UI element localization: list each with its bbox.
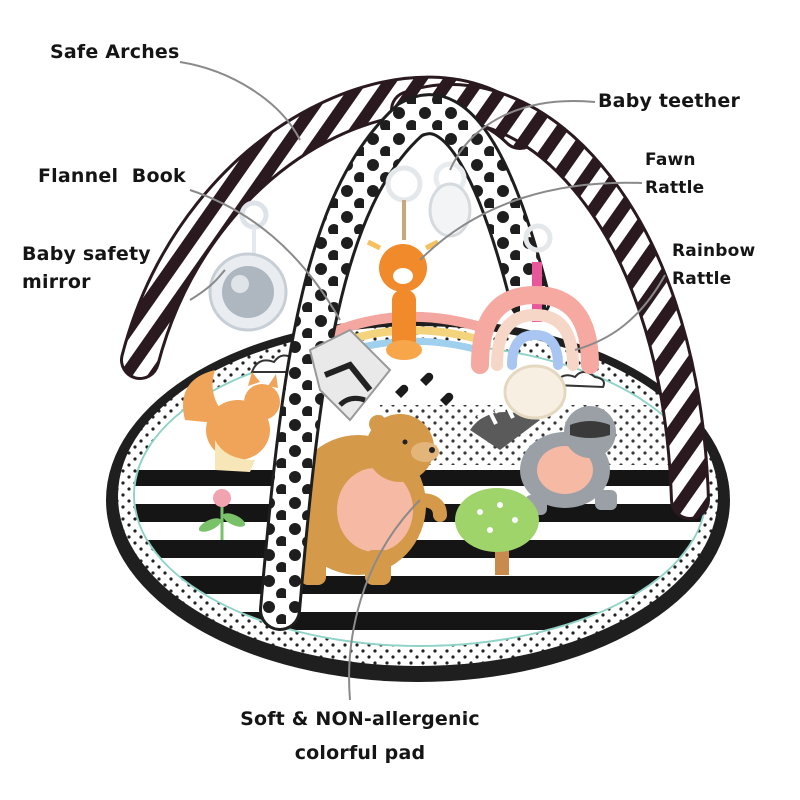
teether-icon [428, 161, 472, 238]
label-line-1: Baby safety [22, 243, 151, 265]
label-baby-safety-mirror: Baby safety mirror [22, 240, 151, 296]
flower-illustration [198, 489, 246, 540]
mirror-icon [208, 200, 288, 332]
label-text: Baby teether [598, 90, 741, 112]
label-line-1: Fawn [645, 150, 696, 170]
fox-illustration [183, 370, 280, 472]
label-line-2: Rattle [672, 269, 732, 289]
label-text: Safe Arches [50, 41, 180, 63]
bear-illustration [290, 414, 447, 585]
callout-lines [179, 61, 666, 701]
label-baby-teether: Baby teether [598, 87, 740, 115]
label-rainbow-rattle: Rainbow Rattle [672, 237, 755, 293]
label-line-1: Rainbow [672, 241, 756, 261]
safe-arches [120, 75, 710, 631]
label-line-2: Rattle [645, 178, 705, 198]
rainbow-rattle-icon [471, 223, 599, 420]
label-safe-arches: Safe Arches [50, 38, 180, 66]
label-line-2: mirror [22, 271, 91, 293]
label-flannel-book: Flannel Book [38, 162, 186, 190]
label-line-2: colorful pad [294, 742, 426, 764]
tree-illustration [455, 488, 539, 575]
label-soft-pad: Soft & NON-allergenic colorful pad [0, 702, 720, 770]
label-fawn-rattle: Fawn Rattle [645, 146, 704, 202]
flannel-book-icon [308, 328, 392, 422]
fawn-rattle-icon [366, 165, 440, 360]
label-line-1: Soft & NON-allergenic [240, 708, 480, 730]
label-text: Flannel Book [38, 165, 186, 187]
raccoon-illustration [470, 403, 617, 515]
